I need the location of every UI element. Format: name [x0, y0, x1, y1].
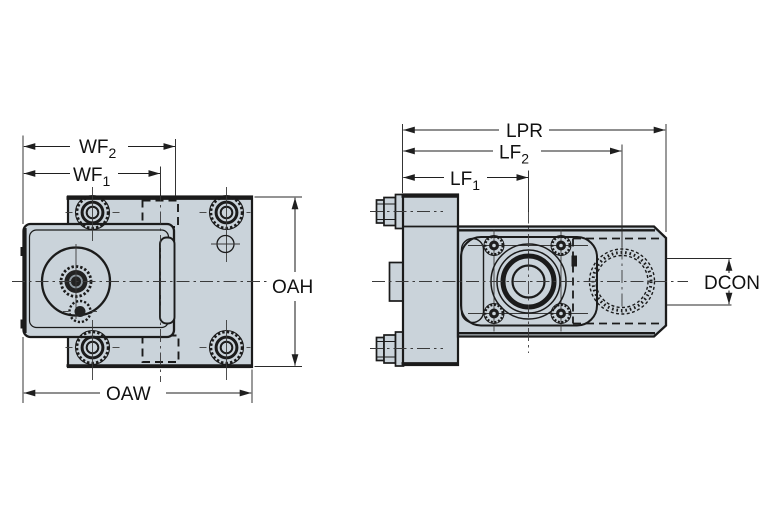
side-view: LPR LF2 LF1 DCON [370, 121, 760, 367]
dimension-oaw: OAW [23, 369, 253, 405]
dimension-wf2: WF2 [22, 135, 176, 403]
flange-left-slot [460, 237, 485, 324]
flange-bolt-top-right [550, 235, 572, 256]
front-view: WF2 WF1 OAH OAW [12, 135, 313, 405]
dimension-wf1: WF1 [23, 165, 161, 196]
bolt-knurl [551, 235, 571, 256]
clamp-slot [159, 236, 176, 325]
clamp-left-notch-top [20, 247, 26, 256]
bolt-knurl [551, 303, 571, 324]
dim-label-lpr: LPR [506, 121, 543, 142]
dimension-lpr: LPR [402, 121, 667, 232]
dim-label-wf1: WF1 [73, 165, 111, 189]
bolt-outer [483, 303, 505, 324]
bolt-socket [559, 243, 563, 248]
flange-bolt-bottom-left [483, 303, 505, 324]
dim-label-oah: OAH [272, 277, 313, 298]
dimension-oah: OAH [254, 196, 313, 367]
bolt-knurl [484, 235, 504, 256]
dim-label-wf2: WF2 [79, 137, 117, 161]
dim-label-dcon: DCON [704, 273, 760, 294]
bolt-outer [550, 235, 572, 256]
dimension-lf1: LF1 [403, 169, 529, 212]
bolt-head [383, 334, 397, 364]
side-back-plate [401, 193, 460, 367]
bolt-socket [492, 243, 496, 248]
bolt-outer [483, 235, 505, 256]
side-bolt-bottom [375, 331, 405, 367]
flange-bolt-top-left [483, 235, 505, 256]
locating-pin [571, 255, 577, 267]
dim-label-lf1: LF1 [450, 169, 480, 193]
bolt-socket [559, 311, 563, 316]
bolt-knurl [484, 303, 504, 324]
bolt-socket [492, 311, 496, 316]
dimension-lf2: LF2 [403, 143, 623, 247]
flange-bolt-bottom-right [550, 303, 572, 324]
lower-screw-knurl [68, 299, 92, 324]
dimension-dcon: DCON [667, 258, 760, 306]
bolt-outer [550, 303, 572, 324]
dim-label-oaw: OAW [106, 384, 151, 405]
lower-screw [74, 306, 86, 317]
dim-label-lf2: LF2 [499, 143, 529, 167]
clamp-left-notch-bottom [20, 319, 26, 329]
